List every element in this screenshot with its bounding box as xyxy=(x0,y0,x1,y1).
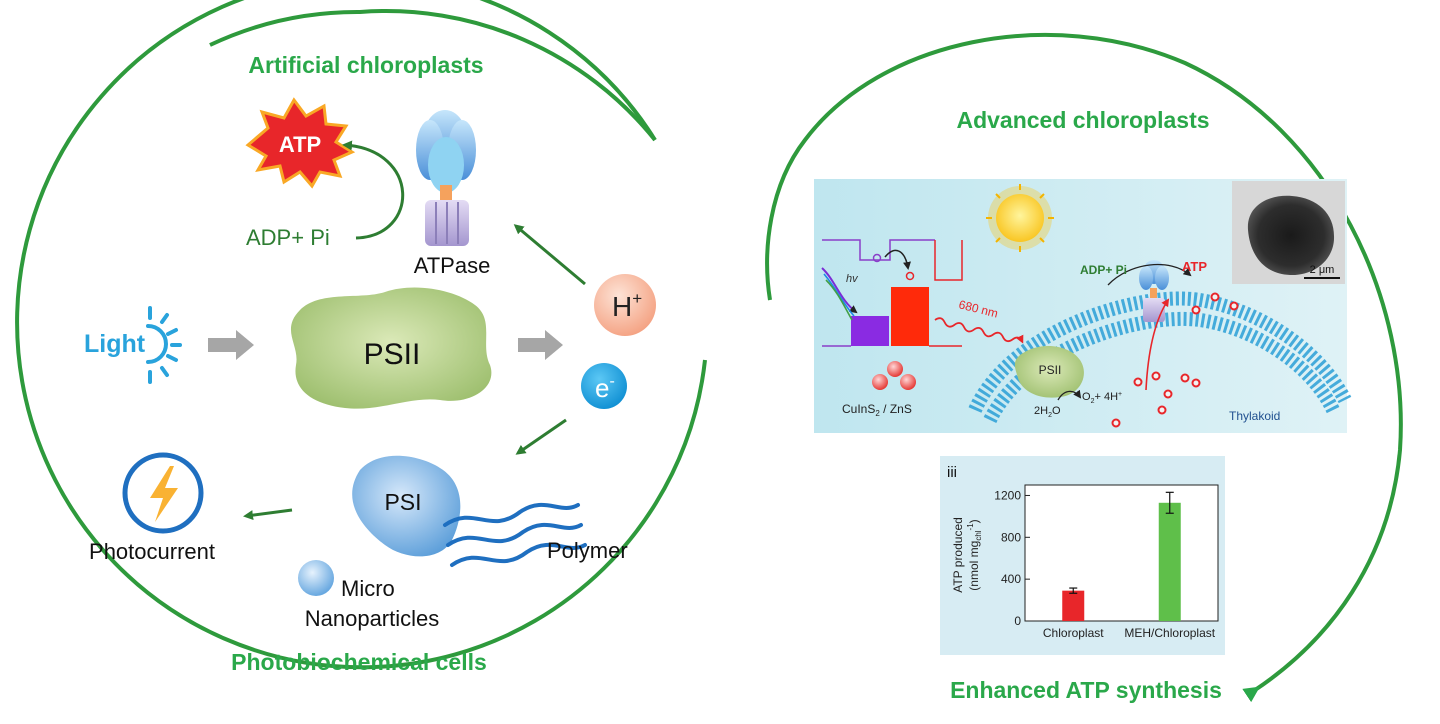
schematic-atp-label: ATP xyxy=(1182,259,1207,274)
light-label: Light xyxy=(84,330,146,358)
water-label: 2H2O xyxy=(1034,405,1061,419)
proton-label: H+ xyxy=(612,289,642,322)
atp-starburst: ATP xyxy=(245,97,356,189)
y-tick-label: 0 xyxy=(1014,614,1021,628)
atpase-label: ATPase xyxy=(414,253,491,278)
proton-dots xyxy=(1111,292,1239,428)
adp-label: ADP+ Pi xyxy=(246,225,330,250)
hv-label: hv xyxy=(846,273,859,285)
nanoparticle-ball xyxy=(298,560,334,596)
arrow-electron-to-psi xyxy=(515,418,567,455)
psi-blob xyxy=(352,455,461,557)
schematic-adp-label: ADP+ Pi xyxy=(1080,263,1127,277)
arrow-psii-to-products xyxy=(518,330,563,360)
atpase-protein xyxy=(416,110,476,246)
schematic-adp-arrow xyxy=(1107,263,1192,286)
o2-label: O2+ 4H+ xyxy=(1082,391,1122,405)
psi-label: PSI xyxy=(384,489,421,515)
y-axis-label: ATP produced (nmol mgchl-1) xyxy=(951,517,983,593)
svg-text:ATP produced: ATP produced xyxy=(951,517,965,593)
particles-line2: Nanoparticles xyxy=(305,606,440,631)
qd-label: CuInS2 / ZnS xyxy=(842,402,912,418)
proton-ball xyxy=(594,274,656,336)
scale-bar-label: 2 μm xyxy=(1310,264,1335,276)
y-ticks: 0 400 800 1200 xyxy=(994,488,1030,628)
sun-icon xyxy=(986,184,1054,252)
arrow-light-to-psii xyxy=(208,330,254,360)
proton-flux-arrow xyxy=(1145,298,1170,391)
right-circle-outline xyxy=(765,32,1403,703)
right-title-top: Advanced chloroplasts xyxy=(956,107,1209,133)
tem-image-inset: 2 μm xyxy=(1232,181,1345,284)
psii-label: PSII xyxy=(364,338,421,371)
quantum-dots xyxy=(872,361,916,390)
thylakoid-membrane xyxy=(968,291,1352,424)
left-title-top: Artificial chloroplasts xyxy=(248,52,483,78)
electron-ball xyxy=(581,363,627,409)
polymer-strands xyxy=(443,502,587,567)
bar-chart-panel: iii ATP produced (nmol mgchl-1) 0 400 800 1… xyxy=(940,456,1225,655)
bars xyxy=(1062,491,1181,621)
atp-label: ATP xyxy=(279,132,321,157)
schematic-psii-blob xyxy=(1014,345,1084,398)
arrow-proton-to-atpase xyxy=(513,224,586,286)
x-tick-labels: Chloroplast MEH/Chloroplast xyxy=(1043,626,1216,640)
adp-to-atp-arrow xyxy=(342,140,405,240)
particles-line1: Micro xyxy=(341,576,395,601)
plot-area xyxy=(1024,484,1219,622)
y-tick-label: 800 xyxy=(1001,530,1021,544)
arrow-psi-to-photocurrent xyxy=(243,508,293,521)
emission-wave xyxy=(934,317,1024,344)
water-split-arrow xyxy=(1057,389,1082,401)
left-circle-outline xyxy=(15,0,707,670)
lightning-bolt-icon xyxy=(150,466,178,522)
right-panel: Advanced chloroplasts Enhanced ATP synth… xyxy=(765,32,1403,703)
bar xyxy=(1062,590,1085,621)
x-tick-label: MEH/Chloroplast xyxy=(1124,626,1215,640)
x-tick-label: Chloroplast xyxy=(1043,626,1104,640)
psii-blob xyxy=(290,287,492,409)
photocurrent-label: Photocurrent xyxy=(89,539,215,564)
light-icon xyxy=(146,306,182,384)
band-diagram: hv xyxy=(821,239,963,347)
polymer-label: Polymer xyxy=(547,538,628,563)
left-panel: Artificial chloroplasts Photobiochemical… xyxy=(15,0,707,675)
right-title-bottom: Enhanced ATP synthesis xyxy=(950,677,1222,703)
bar xyxy=(1158,502,1181,621)
electron-label: e- xyxy=(595,373,615,403)
y-tick-label: 1200 xyxy=(994,488,1021,502)
schematic-psii-label: PSII xyxy=(1039,363,1062,377)
left-circle-outline-top xyxy=(209,9,657,142)
chart-panel-label: iii xyxy=(947,464,957,481)
schematic-panel: hv CuInS2 / ZnS 680 nm PSII xyxy=(814,179,1352,433)
schematic-atpase xyxy=(1139,260,1169,322)
left-title-bottom: Photobiochemical cells xyxy=(231,649,487,675)
svg-text:(nmol mgchl-1): (nmol mgchl-1) xyxy=(966,519,983,590)
thylakoid-label: Thylakoid xyxy=(1229,409,1280,423)
y-tick-label: 400 xyxy=(1001,572,1021,586)
